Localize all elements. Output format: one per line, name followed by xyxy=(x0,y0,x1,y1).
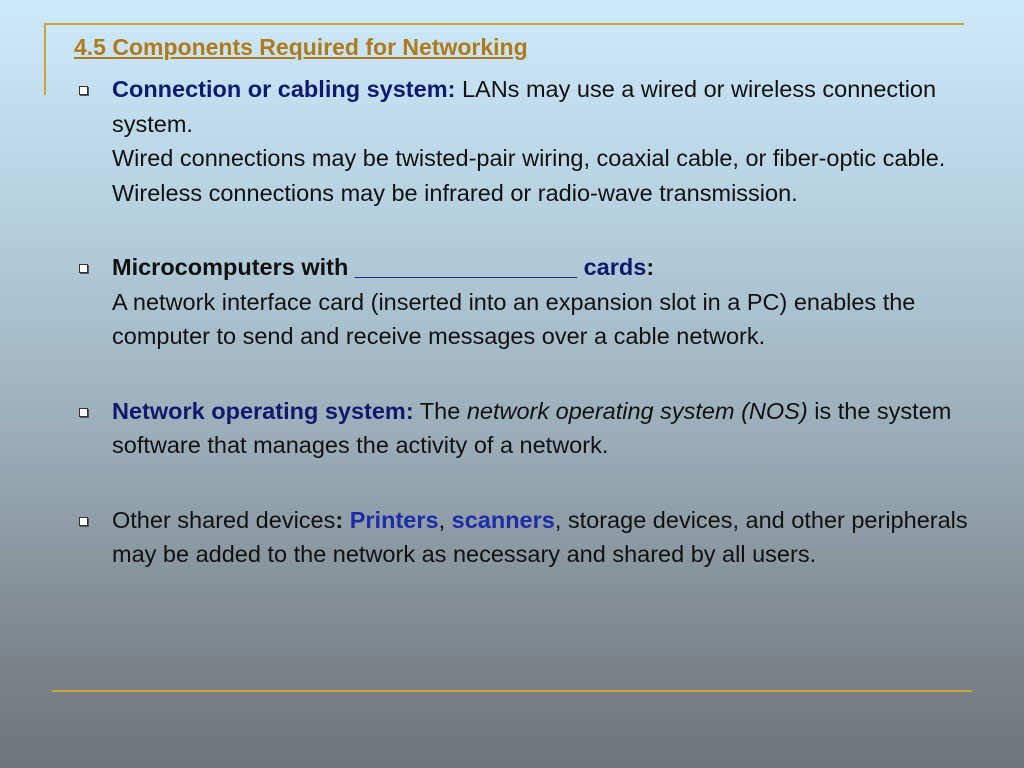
left-divider xyxy=(44,23,46,95)
italic-term: network operating system (NOS) xyxy=(466,397,808,424)
bullet-square-icon xyxy=(79,407,88,417)
term-nos: Network operating system xyxy=(112,397,406,424)
top-divider xyxy=(44,23,964,25)
body-text: , storage devices, and other peripherals… xyxy=(112,506,968,568)
term-colon: : xyxy=(447,76,456,102)
lead-text: Other shared devices xyxy=(112,506,336,533)
body-text: Wireless connections may be infrared or … xyxy=(112,179,798,206)
bullet-item-microcomputers: Microcomputers with _________________ ca… xyxy=(74,250,1004,354)
term-colon: : xyxy=(335,506,344,533)
comma: , xyxy=(438,506,446,533)
slide-title: 4.5 Components Required for Networking xyxy=(74,34,528,60)
bullet-list: Connection or cabling system: LANs may u… xyxy=(74,72,1004,612)
fill-in-blank: _________________ xyxy=(354,254,578,280)
term-scanners: scanners xyxy=(451,506,555,533)
bullet-square-icon xyxy=(79,516,88,526)
body-text: is the system software that manages the … xyxy=(112,397,952,459)
bullet-item-cabling: Connection or cabling system: LANs may u… xyxy=(74,72,1004,210)
term-colon: : xyxy=(646,254,655,280)
term-cards: cards xyxy=(577,254,647,280)
body-text: Wired connections may be twisted-pair wi… xyxy=(112,145,946,171)
bullet-square-icon xyxy=(79,86,88,95)
term-colon: : xyxy=(405,397,414,424)
body-text: The xyxy=(413,397,467,424)
bullet-square-icon xyxy=(79,264,88,273)
bullet-item-nos: Network operating system: The network op… xyxy=(74,394,1004,463)
bullet-item-shared-devices: Other shared devices: Printers, scanners… xyxy=(74,503,1004,572)
bottom-divider xyxy=(52,690,972,692)
body-text: A network interface card (inserted into … xyxy=(112,288,916,350)
term-cabling: Connection or cabling system xyxy=(112,76,448,102)
term-prefix: Microcomputers with xyxy=(112,254,355,280)
body-text: LANs may use a wired or wireless connect… xyxy=(112,76,937,137)
term-printers: Printers xyxy=(349,506,439,533)
